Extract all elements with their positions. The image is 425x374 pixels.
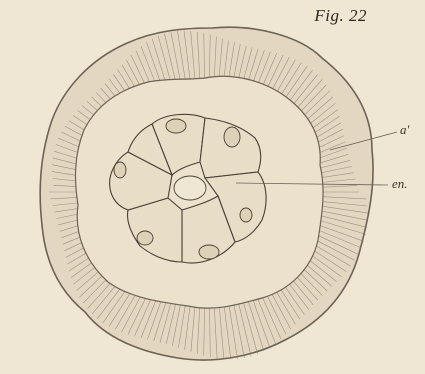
nucleus [137, 231, 153, 245]
nucleus [224, 127, 240, 147]
nucleus [166, 119, 186, 133]
label-a: a' [400, 122, 409, 138]
figure-label: Fig. 22 [314, 6, 367, 26]
nucleus [240, 208, 252, 222]
nucleus [114, 162, 126, 178]
label-en: en. [392, 176, 408, 192]
central-lumen [174, 176, 206, 200]
nucleus [199, 245, 219, 259]
